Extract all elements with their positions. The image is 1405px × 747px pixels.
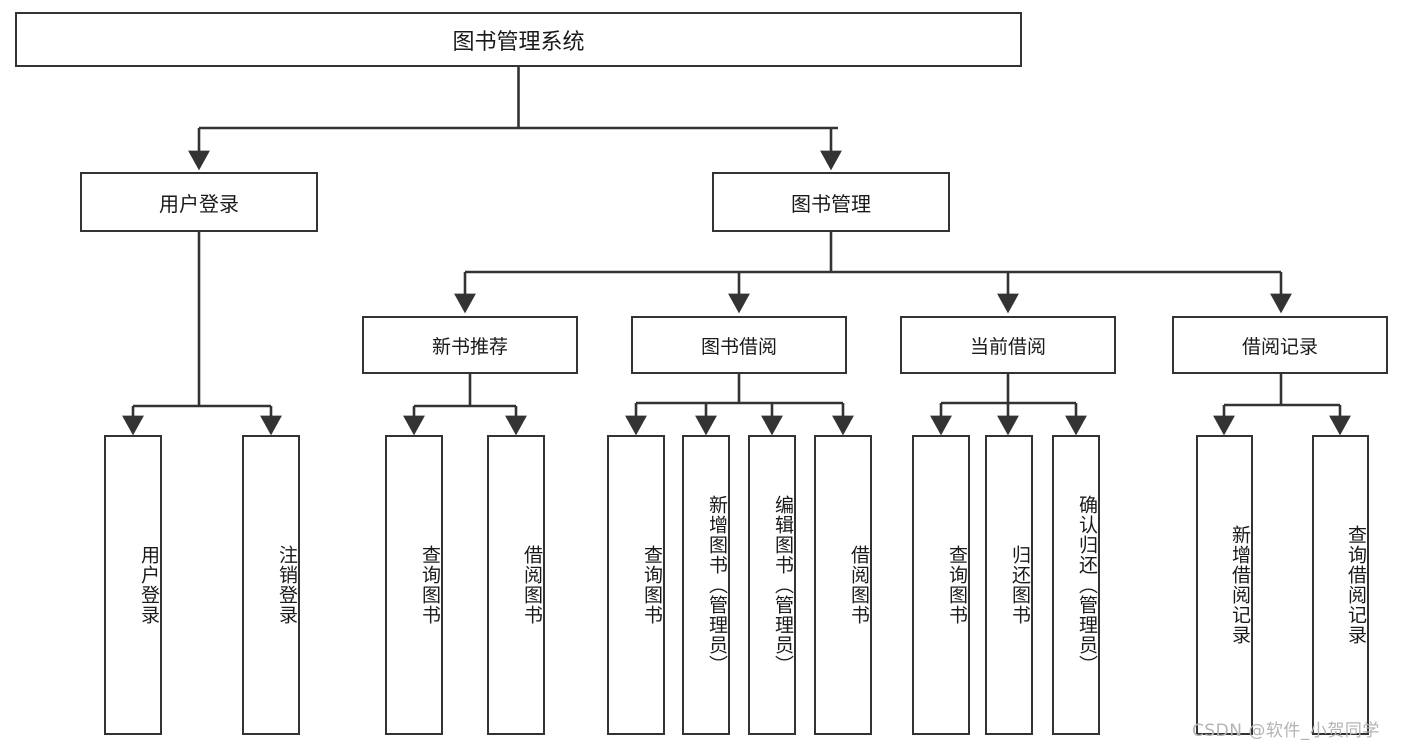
node-leaf-confirm-return-label: 确认归还（管理员） <box>1076 495 1098 675</box>
node-leaf-logout-label: 注销登录 <box>276 545 298 625</box>
node-leaf-query-record-label: 查询借阅记录 <box>1345 525 1367 645</box>
node-leaf-query-book-1-label: 查询图书 <box>419 545 441 625</box>
node-new-book-recommend[interactable]: 新书推荐 <box>362 316 578 374</box>
node-borrow-record-label: 借阅记录 <box>1241 335 1318 358</box>
node-leaf-confirm-return[interactable]: 确认归还（管理员） <box>1052 435 1100 735</box>
node-leaf-query-book-2[interactable]: 查询图书 <box>607 435 665 735</box>
node-leaf-logout[interactable]: 注销登录 <box>242 435 300 735</box>
node-leaf-add-record-label: 新增借阅记录 <box>1229 525 1251 645</box>
node-leaf-return-book[interactable]: 归还图书 <box>985 435 1033 735</box>
node-book-borrow-label: 图书借阅 <box>700 335 777 358</box>
node-leaf-edit-book[interactable]: 编辑图书（管理员） <box>748 435 796 735</box>
node-leaf-query-book-1[interactable]: 查询图书 <box>385 435 443 735</box>
node-leaf-user-login[interactable]: 用户登录 <box>104 435 162 735</box>
node-leaf-query-record[interactable]: 查询借阅记录 <box>1312 435 1369 735</box>
node-leaf-query-book-2-label: 查询图书 <box>641 545 663 625</box>
node-leaf-borrow-book-2[interactable]: 借阅图书 <box>814 435 872 735</box>
node-book-manage[interactable]: 图书管理 <box>712 172 950 232</box>
watermark: CSDN @软件_小贺同学 <box>1192 721 1380 741</box>
node-leaf-borrow-book-2-label: 借阅图书 <box>848 545 870 625</box>
node-user-login[interactable]: 用户登录 <box>80 172 318 232</box>
node-leaf-borrow-book-1-label: 借阅图书 <box>521 545 543 625</box>
node-borrow-record[interactable]: 借阅记录 <box>1172 316 1388 374</box>
node-current-borrow[interactable]: 当前借阅 <box>900 316 1116 374</box>
node-leaf-query-book-3[interactable]: 查询图书 <box>912 435 970 735</box>
node-leaf-return-book-label: 归还图书 <box>1009 545 1031 625</box>
node-leaf-user-login-label: 用户登录 <box>138 545 160 625</box>
node-leaf-add-record[interactable]: 新增借阅记录 <box>1196 435 1253 735</box>
node-book-borrow[interactable]: 图书借阅 <box>631 316 847 374</box>
node-leaf-edit-book-label: 编辑图书（管理员） <box>772 495 794 675</box>
node-leaf-add-book[interactable]: 新增图书（管理员） <box>682 435 730 735</box>
node-leaf-query-book-3-label: 查询图书 <box>946 545 968 625</box>
node-book-manage-label: 图书管理 <box>791 191 871 216</box>
node-current-borrow-label: 当前借阅 <box>969 335 1046 358</box>
node-root[interactable]: 图书管理系统 <box>15 12 1022 67</box>
node-user-login-label: 用户登录 <box>159 191 239 216</box>
node-leaf-borrow-book-1[interactable]: 借阅图书 <box>487 435 545 735</box>
node-new-book-recommend-label: 新书推荐 <box>431 335 508 358</box>
node-root-label: 图书管理系统 <box>452 29 585 55</box>
node-leaf-add-book-label: 新增图书（管理员） <box>706 495 728 675</box>
